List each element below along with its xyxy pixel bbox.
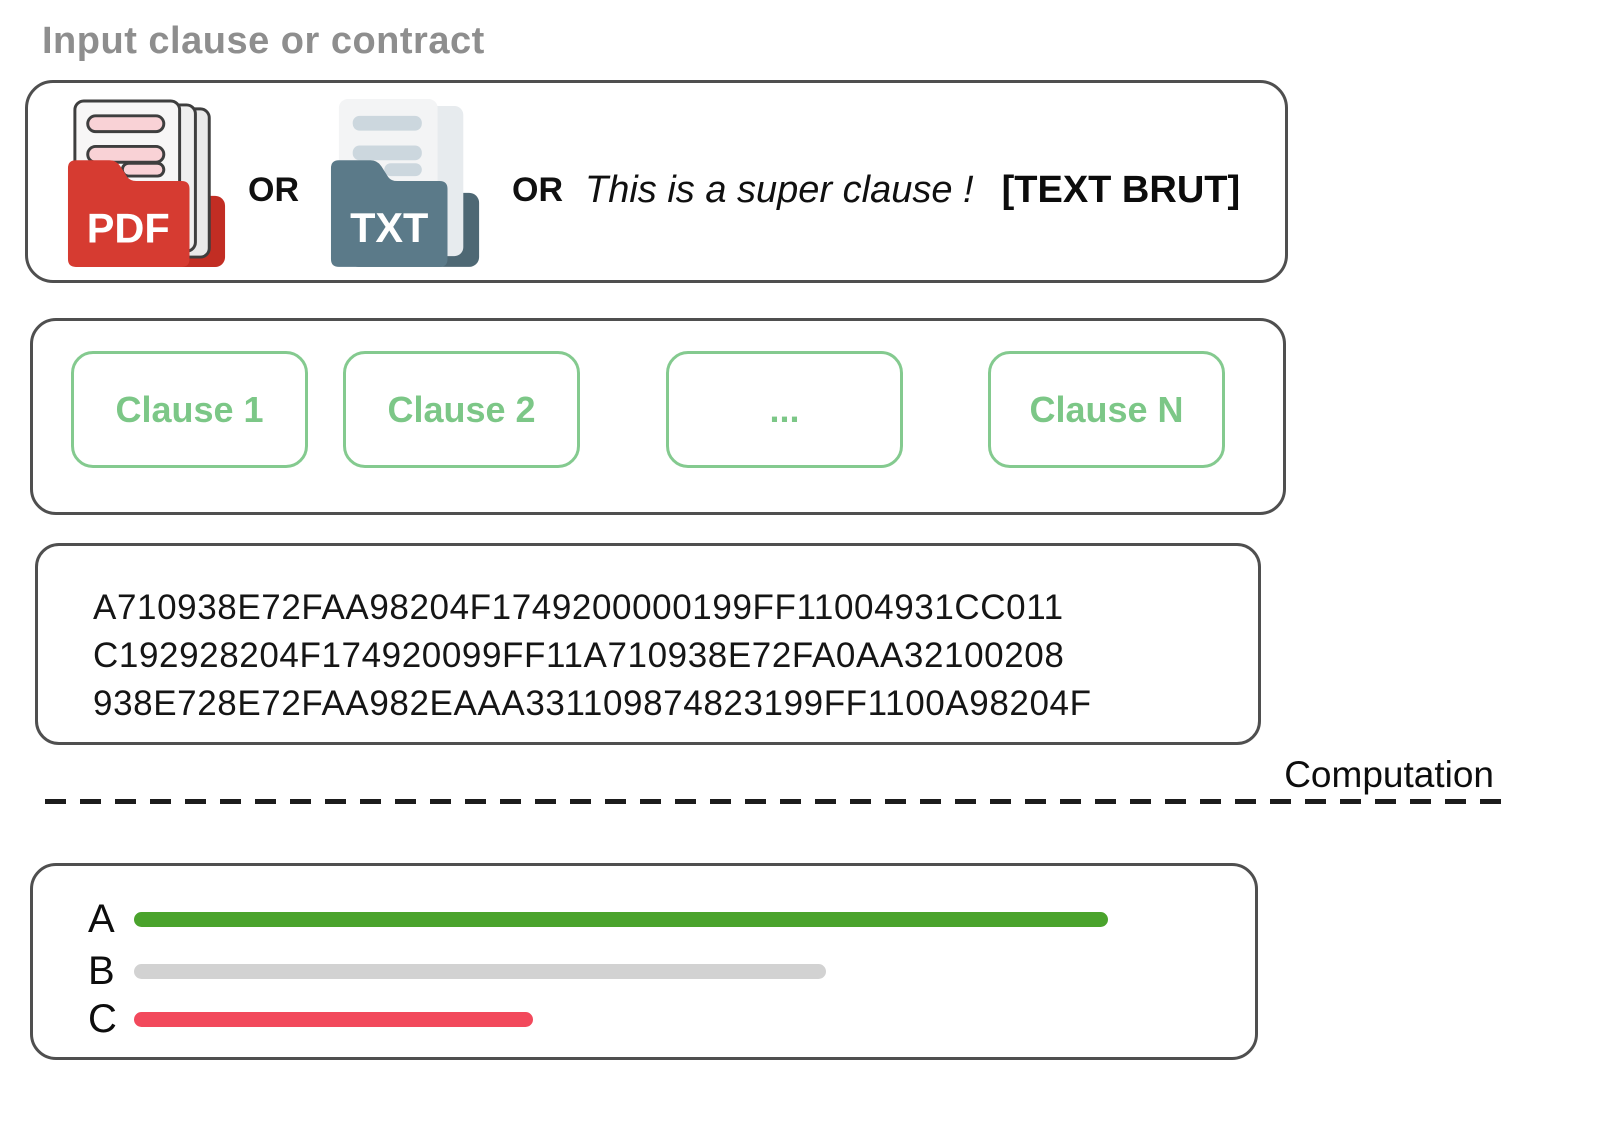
clause-chip-ellipsis: ... [666, 351, 903, 468]
bar-row-c: C [88, 994, 533, 1044]
text-brut-tag: [TEXT BRUT] [1001, 169, 1241, 211]
hash-line: 938E728E72FAA982EAAA331109874823199FF110… [93, 684, 1092, 723]
bar-category-label: A [88, 896, 115, 941]
bar-a [134, 911, 1108, 927]
input-section-label: Input clause or contract [42, 20, 485, 62]
bar-c [134, 1011, 533, 1027]
bar-category-label: C [88, 996, 117, 1041]
clause-chip-1: Clause 1 [71, 351, 308, 468]
computation-label: Computation [1284, 754, 1494, 795]
svg-text:TXT: TXT [350, 204, 428, 251]
clause-chip-n: Clause N [988, 351, 1225, 468]
bar-b [134, 963, 826, 979]
hash-line: A710938E72FAA98204F1749200000199FF110049… [93, 588, 1064, 627]
clause-chip-2: Clause 2 [343, 351, 580, 468]
hash-line: C192928204F174920099FF11A710938E72FA0AA3… [93, 636, 1065, 675]
hash-box: A710938E72FAA98204F1749200000199FF110049… [35, 543, 1261, 745]
raw-clause-text: This is a super clause ! [585, 169, 974, 211]
input-box: PDF OR TXT OR This is a super clause ! [… [25, 80, 1288, 283]
txt-file-icon: TXT [329, 93, 487, 271]
svg-text:PDF: PDF [87, 204, 170, 251]
or-separator-2: OR [512, 171, 563, 209]
clauses-box: Clause 1 Clause 2 ... Clause N [30, 318, 1286, 515]
pdf-file-icon: PDF [66, 93, 229, 271]
bar-category-label: B [88, 948, 115, 993]
bar-row-b: B [88, 946, 826, 996]
bar-row-a: A [88, 894, 1108, 944]
or-separator-1: OR [248, 171, 299, 209]
dashed-separator [45, 799, 1503, 804]
